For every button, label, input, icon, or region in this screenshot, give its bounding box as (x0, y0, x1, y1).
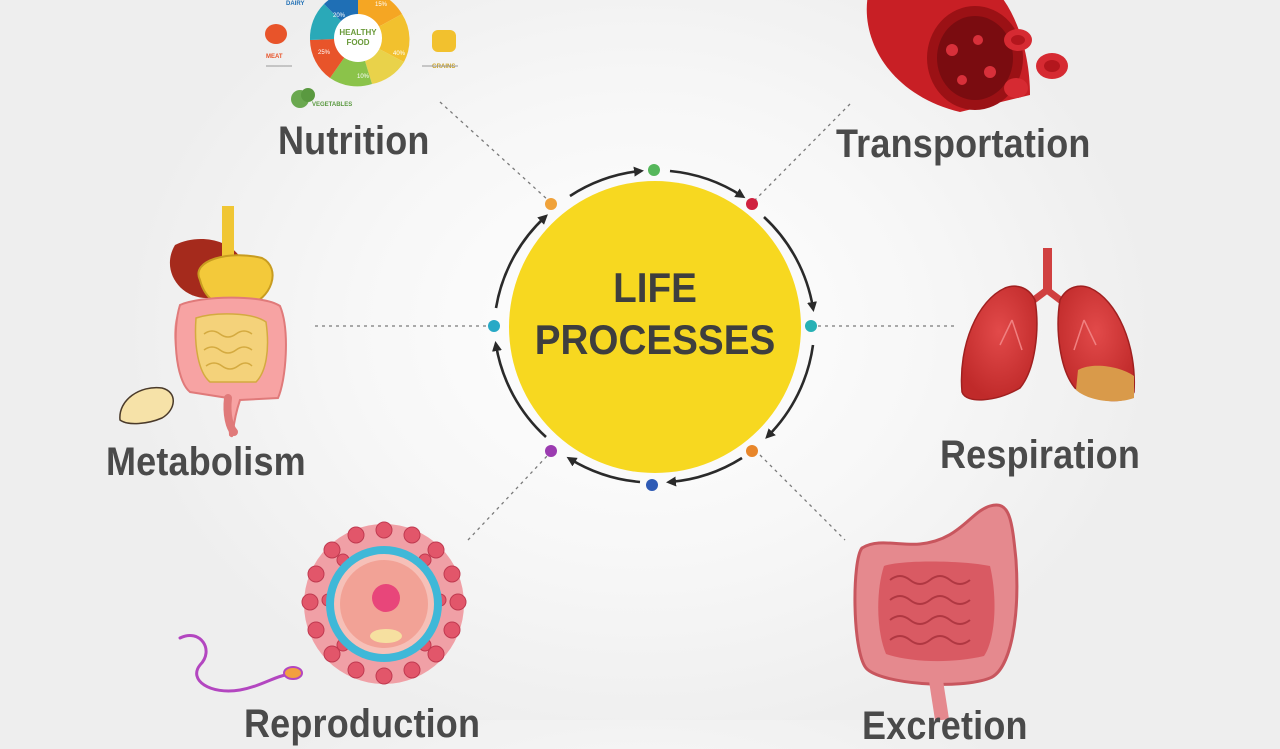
label-metabolism: Metabolism (106, 440, 306, 484)
cycle-dot (648, 164, 660, 176)
connector-reproduction (467, 454, 549, 541)
cycle-dot (805, 320, 817, 332)
cycle-dot (646, 479, 658, 491)
food-wheel-percent: 10% (357, 74, 370, 80)
food-wheel-segment: GRAINS (432, 64, 455, 70)
label-reproduction: Reproduction (244, 702, 481, 746)
food-wheel-percent: 15% (375, 2, 388, 8)
blood-vessel-icon (866, 0, 1068, 112)
meat-icon (265, 24, 287, 44)
food-wheel-segment: MEAT (266, 54, 283, 60)
connector-excretion (759, 454, 846, 541)
cycle-arrow (569, 166, 644, 198)
cycle-dots (488, 164, 817, 491)
cycle-arrow (492, 341, 547, 438)
cycle-dot (746, 445, 758, 457)
food-wheel-percent: 40% (393, 51, 406, 57)
label-nutrition: Nutrition (278, 119, 430, 163)
cycle-arrow (666, 456, 743, 487)
pancreas-icon (119, 386, 174, 425)
food-wheel-center-label: HEALTHY (339, 28, 377, 37)
cycle-arrow (566, 456, 641, 484)
center-title-line2: PROCESSES (534, 316, 776, 363)
cycle-arrow (763, 216, 817, 312)
cycle-dot (545, 198, 557, 210)
cycle-arrow (494, 214, 548, 309)
food-wheel-segment: VEGETABLES (312, 102, 352, 108)
bread-icon (432, 30, 456, 52)
food-wheel-percent: 20% (333, 13, 346, 19)
connector-nutrition (439, 101, 549, 201)
cycle-dot (488, 320, 500, 332)
lungs-icon (960, 248, 1136, 402)
center-circle (509, 181, 801, 473)
food-wheel-center-label: FOOD (346, 38, 369, 47)
cycle-dot (746, 198, 758, 210)
center-title-line1: LIFE (613, 264, 697, 311)
cycle-arrows (492, 166, 817, 487)
food-wheel-segment: DAIRY (286, 1, 304, 7)
cycle-arrow (669, 169, 746, 199)
egg-cell-icon (301, 521, 467, 685)
food-wheel-icon: HEALTHY FOOD 20% 15% 25% 40% 10% MEAT DA… (265, 0, 458, 108)
cycle-arrow (765, 344, 815, 439)
label-excretion: Excretion (862, 704, 1028, 748)
digestive-system-icon (119, 206, 287, 438)
connector-transportation (754, 103, 851, 201)
food-wheel-percent: 25% (318, 50, 331, 56)
cycle-dot (545, 445, 557, 457)
intestines-icon (853, 503, 1019, 720)
sperm-icon (178, 634, 303, 693)
connector-lines (315, 101, 955, 541)
nucleus-icon (372, 584, 400, 612)
label-transportation: Transportation (836, 122, 1091, 166)
center-title: LIFE PROCESSES (517, 262, 793, 366)
label-respiration: Respiration (940, 433, 1141, 477)
life-processes-diagram: HEALTHY FOOD 20% 15% 25% 40% 10% MEAT DA… (119, 0, 1136, 720)
red-blood-cell-icon (1004, 78, 1028, 98)
